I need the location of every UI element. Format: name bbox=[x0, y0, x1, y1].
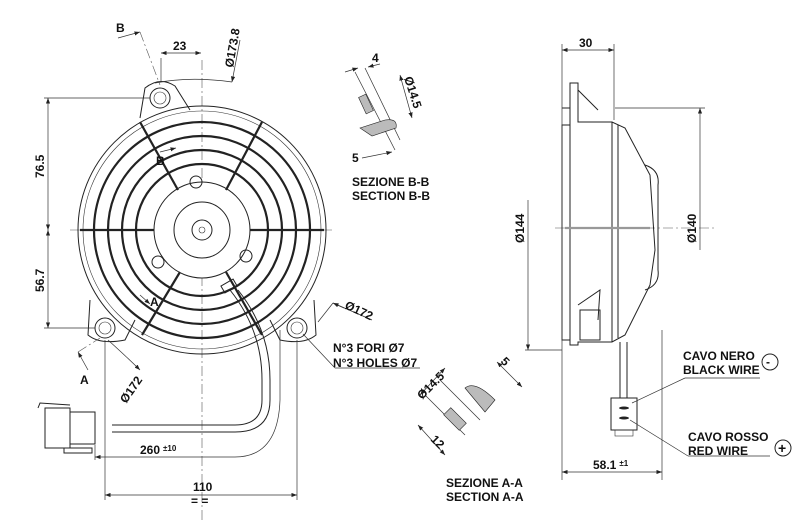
section-a-dim-5: 5 bbox=[498, 354, 513, 369]
holes-label-en: N°3 HOLES Ø7 bbox=[333, 356, 417, 370]
dim-d144: Ø144 bbox=[513, 213, 527, 243]
front-view: B B A A 23 Ø173.8 76.5 56.7 Ø172 N°3 FOR… bbox=[33, 21, 420, 522]
section-a-title-en: SECTION A-A bbox=[446, 490, 524, 504]
dim-58-1: 58.1±1 bbox=[593, 458, 629, 472]
section-b-title-en: SECTION B-B bbox=[352, 189, 430, 203]
section-b-dim-5: 5 bbox=[352, 151, 359, 165]
red-wire-label-en: RED WIRE bbox=[688, 444, 748, 458]
minus-symbol-icon bbox=[761, 353, 779, 371]
section-b-dim-4: 4 bbox=[372, 51, 379, 65]
section-b-title-it: SEZIONE B-B bbox=[352, 175, 430, 189]
front-connector bbox=[37, 402, 96, 454]
dim-110: 110 bbox=[193, 480, 213, 494]
section-mark-a: A bbox=[80, 373, 89, 387]
dim-260: 260±10 bbox=[140, 443, 177, 457]
plus-symbol-icon bbox=[774, 439, 792, 457]
section-mark-b2: B bbox=[156, 154, 165, 168]
dim-56-7: 56.7 bbox=[33, 268, 47, 292]
red-wire-label-it: CAVO ROSSO bbox=[688, 430, 768, 444]
section-a-dim-d14-5: Ø14.5 bbox=[414, 369, 447, 402]
side-view: 30 Ø144 Ø140 58.1±1 CAVO NERO BLACK WIRE… bbox=[513, 36, 792, 480]
dim-d172-left: Ø172 bbox=[117, 373, 145, 405]
dim-76-5: 76.5 bbox=[33, 154, 47, 178]
black-wire-symbol: - bbox=[766, 355, 770, 369]
section-mark-a2: A bbox=[150, 295, 159, 309]
red-wire-symbol: + bbox=[778, 440, 786, 456]
dim-110-symmetric: = = bbox=[191, 494, 208, 508]
dim-23: 23 bbox=[173, 39, 187, 53]
black-wire-label-it: CAVO NERO bbox=[683, 349, 755, 363]
section-mark-b: B bbox=[116, 21, 125, 35]
side-connector bbox=[610, 397, 638, 437]
dim-30: 30 bbox=[579, 36, 593, 50]
section-b-b: 4 Ø14.5 5 SEZIONE B-B SECTION B-B bbox=[344, 51, 430, 203]
dim-d172-right: Ø172 bbox=[343, 298, 376, 323]
black-wire-label-en: BLACK WIRE bbox=[683, 363, 760, 377]
section-a-dim-12: 12 bbox=[428, 432, 448, 452]
section-a-a: Ø14.5 5 12 SEZIONE A-A SECTION A-A bbox=[414, 354, 524, 504]
dim-d140: Ø140 bbox=[685, 213, 699, 243]
section-a-title-it: SEZIONE A-A bbox=[446, 476, 523, 490]
holes-label-it: N°3 FORI Ø7 bbox=[333, 341, 405, 355]
dim-d173-8: Ø173.8 bbox=[222, 27, 243, 69]
